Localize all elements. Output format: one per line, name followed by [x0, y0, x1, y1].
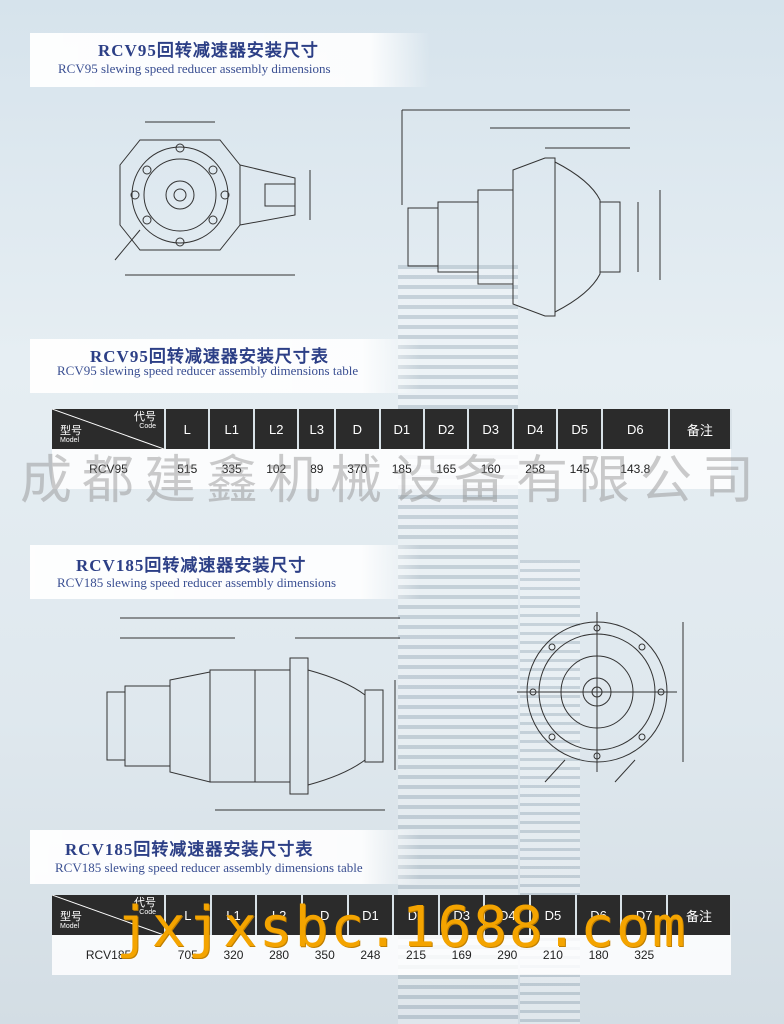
value-cell: 102 — [253, 449, 299, 489]
model-cell: RCV95 — [52, 449, 165, 489]
section-title-band — [30, 33, 430, 87]
value-cell: 370 — [335, 449, 380, 489]
rcv185-side-view-drawing — [95, 610, 425, 835]
column-header: D4 — [512, 409, 559, 449]
rcv95-front-view-drawing — [105, 110, 335, 290]
section-title-en: RCV95 slewing speed reducer assembly dim… — [58, 61, 331, 76]
table-row: RCV185 705 320 280 350 248 215 169 290 2… — [52, 935, 731, 975]
diagonal-divider — [52, 409, 164, 449]
column-header: D5 — [557, 409, 603, 449]
rcv95-side-view-drawing — [380, 90, 680, 320]
remark-header: 备注 — [668, 409, 733, 449]
column-header: L2 — [253, 409, 300, 449]
value-cell: 143.8 — [601, 449, 669, 489]
column-header: L — [165, 409, 211, 449]
value-cell: 248 — [347, 935, 394, 975]
section-title-cn: RCV95回转减速器安装尺寸表 — [90, 347, 329, 366]
section-title-cn: RCV95回转减速器安装尺寸 — [98, 41, 319, 60]
section-title-en: RCV95 slewing speed reducer assembly dim… — [57, 363, 359, 378]
column-header: D6 — [601, 409, 670, 449]
value-cell: 515 — [165, 449, 210, 489]
section-title-en: RCV185 slewing speed reducer assembly di… — [57, 575, 337, 590]
section-title-band — [30, 830, 420, 884]
column-header: D1 — [379, 409, 426, 449]
value-cell: 258 — [512, 449, 558, 489]
rcv185-front-view-drawing — [505, 610, 705, 795]
column-header: D5 — [530, 895, 577, 935]
url-watermark: jxjxsbc.1688.com — [116, 895, 688, 960]
remark-header: 备注 — [667, 895, 732, 935]
value-cell: 280 — [256, 935, 302, 975]
column-header: L2 — [256, 895, 303, 935]
column-header: D6 — [575, 895, 623, 935]
section-title-en: RCV185 slewing speed reducer assembly di… — [55, 860, 363, 875]
model-cell: RCV185 — [52, 935, 165, 975]
value-cell: 210 — [530, 935, 576, 975]
value-cell: 325 — [621, 935, 668, 975]
remark-cell — [667, 935, 731, 975]
column-header: D7 — [621, 895, 669, 935]
value-cell: 350 — [301, 935, 348, 975]
column-header: L1 — [210, 895, 258, 935]
remark-cell — [668, 449, 731, 489]
column-header: D4 — [484, 895, 532, 935]
value-cell: 89 — [298, 449, 336, 489]
column-header: D2 — [424, 409, 470, 449]
value-cell: 185 — [379, 449, 424, 489]
company-watermark: 成都建鑫机械设备有限公司 — [20, 451, 765, 511]
value-cell: 165 — [424, 449, 469, 489]
column-header: D1 — [347, 895, 395, 935]
section-title-band — [30, 545, 420, 599]
value-cell: 180 — [575, 935, 622, 975]
column-header: D3 — [468, 409, 514, 449]
column-header: D — [301, 895, 349, 935]
column-header: D — [335, 409, 381, 449]
value-cell: 320 — [210, 935, 257, 975]
value-cell: 169 — [438, 935, 485, 975]
section-title-cn: RCV185回转减速器安装尺寸 — [76, 556, 307, 575]
column-header: L3 — [298, 409, 337, 449]
column-header: L — [165, 895, 212, 935]
table-row: RCV95 515 335 102 89 370 185 165 160 258… — [52, 449, 731, 489]
value-cell: 705 — [165, 935, 211, 975]
section-title-band — [30, 339, 420, 393]
value-cell: 215 — [393, 935, 439, 975]
section-title-cn: RCV185回转减速器安装尺寸表 — [65, 840, 314, 859]
diagonal-divider — [52, 895, 164, 935]
value-cell: 145 — [557, 449, 602, 489]
value-cell: 160 — [468, 449, 513, 489]
column-header: D3 — [438, 895, 486, 935]
value-cell: 290 — [484, 935, 531, 975]
column-header: L1 — [209, 409, 255, 449]
column-header: D2 — [393, 895, 440, 935]
value-cell: 335 — [209, 449, 254, 489]
